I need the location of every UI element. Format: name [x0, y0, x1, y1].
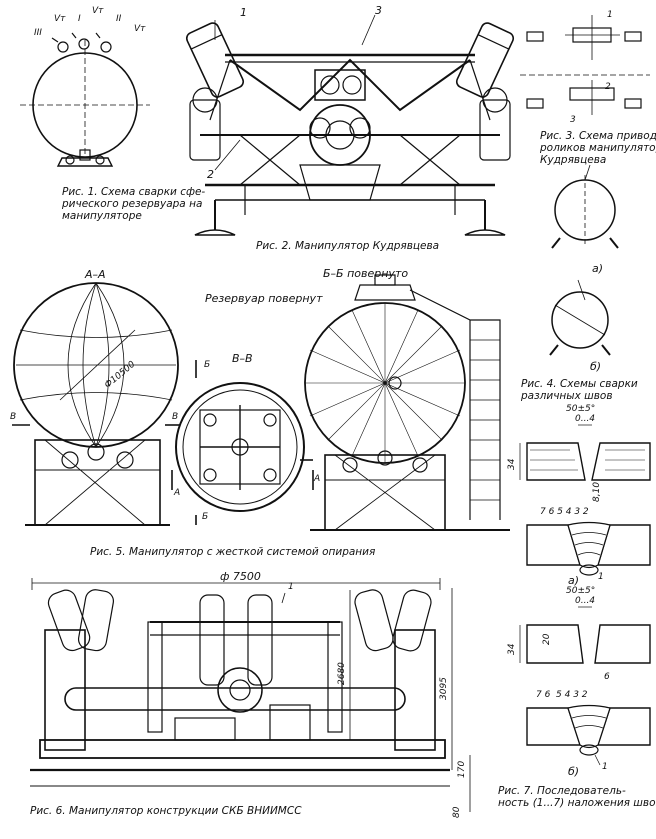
- fig2-callout-2: 2: [207, 168, 214, 181]
- fig6-height-3095: 3095: [439, 677, 449, 700]
- fig6-dim-170: 170: [457, 760, 467, 778]
- fig4-welding-schemes: [549, 164, 619, 356]
- fig5-marker-b-top: Б: [204, 360, 211, 370]
- fig3-drive-scheme: [520, 15, 650, 115]
- fig2-caption: Рис. 2. Манипулятор Кудрявцева: [256, 240, 440, 252]
- fig2-manipulator-drawing: [185, 14, 515, 236]
- fig1-sphere-schematic: [20, 32, 150, 167]
- fig4-variant-b: б): [590, 360, 602, 373]
- fig7-weld-sequence: [519, 424, 651, 766]
- fig2-callout-1: 1: [240, 6, 247, 19]
- fig3-caption: Рис. 3. Схема привода роликов манипулято…: [540, 130, 656, 166]
- fig7-angle-b: 50±5°: [566, 586, 596, 596]
- fig6-dim-80: 80: [452, 806, 462, 818]
- fig7-sequence-a: 7 6 5 4 3 2: [540, 507, 589, 517]
- fig1-roman-i: I: [78, 14, 81, 24]
- fig6-caption: Рис. 6. Манипулятор конструкции СКБ ВНИИ…: [30, 805, 302, 817]
- fig5-marker-v-right: В: [172, 412, 179, 422]
- fig5-marker-a-left: А: [174, 488, 181, 498]
- fig7-variant-a: а): [568, 574, 580, 587]
- fig7-dim-8-10: 8,10: [592, 481, 602, 502]
- fig7-gap-a: 0...4: [575, 414, 596, 424]
- fig3-callout-2: 2: [605, 82, 611, 92]
- fig5-rigid-support-manipulator: [12, 274, 510, 531]
- fig6-skb-manipulator: [30, 578, 471, 812]
- fig5-section-aa: А–А: [85, 268, 106, 281]
- fig3-callout-1: 1: [607, 10, 613, 20]
- fig7-caption: Рис. 7. Последователь- ность (1...7) нал…: [498, 785, 656, 809]
- fig7-root-b: 1: [602, 762, 608, 772]
- fig7-angle-a: 50±5°: [566, 404, 596, 414]
- fig7-sequence-b: 7 6 5 4 3 2: [536, 690, 588, 700]
- fig6-height-2680: 2680: [337, 662, 347, 685]
- fig5-marker-a-right: А: [314, 474, 321, 484]
- fig1-vt-1: Vт: [54, 14, 66, 24]
- fig7-dim-20: 20: [542, 633, 552, 645]
- fig1-caption: Рис. 1. Схема сварки сфе- рического резе…: [62, 186, 206, 222]
- fig5-section-bb-rotated: Б–Б повернуто: [323, 267, 409, 280]
- fig5-marker-v-left: В: [10, 412, 17, 422]
- fig4-caption: Рис. 4. Схемы сварки различных швов: [521, 378, 638, 402]
- fig6-callout-1: 1: [288, 582, 294, 592]
- fig1-roman-iii: III: [34, 28, 42, 38]
- fig7-dim-34a: 34: [507, 458, 517, 470]
- fig1-vt-3: Vт: [134, 24, 146, 34]
- fig7-variant-b: б): [568, 765, 580, 778]
- fig7-dim-6: 6: [604, 672, 610, 682]
- fig5-caption: Рис. 5. Манипулятор с жесткой системой о…: [90, 546, 376, 558]
- fig5-section-vv: В–В: [232, 352, 253, 365]
- fig6-overall-width: ф 7500: [220, 570, 261, 583]
- fig4-variant-a: а): [592, 262, 604, 275]
- fig1-roman-ii: II: [116, 14, 122, 24]
- fig7-dim-34b: 34: [507, 643, 517, 655]
- fig7-root-a: 1: [598, 572, 604, 582]
- fig7-gap-b: 0...4: [575, 596, 596, 606]
- fig1-vt-2: Vт: [92, 6, 104, 16]
- fig2-callout-3: 3: [375, 4, 382, 17]
- fig5-marker-b-bottom: Б: [202, 512, 209, 522]
- fig5-tank-rotated-label: Резервуар повернут: [205, 292, 323, 305]
- fig3-callout-3: 3: [570, 115, 576, 125]
